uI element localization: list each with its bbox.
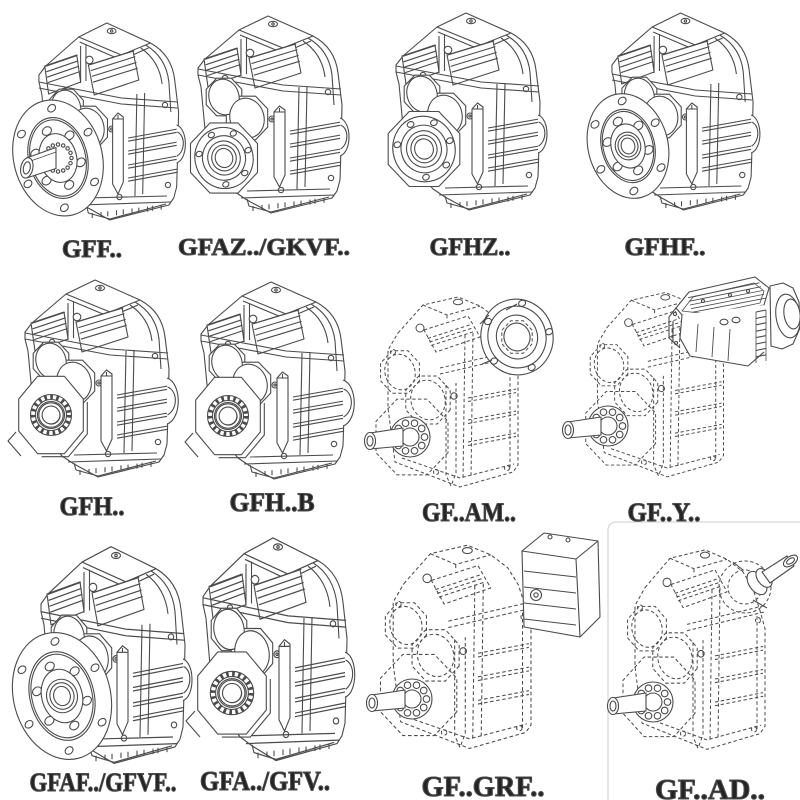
svg-text:GFHZ..: GFHZ..	[430, 234, 511, 261]
svg-text:GFF..: GFF..	[62, 236, 122, 263]
svg-text:GF..Y..: GF..Y..	[628, 498, 701, 527]
svg-text:GFA../GFV..: GFA../GFV..	[200, 766, 330, 796]
svg-text:GFH..B: GFH..B	[230, 488, 315, 517]
svg-text:GF..AD..: GF..AD..	[655, 775, 765, 800]
svg-text:GFAZ../GKVF..: GFAZ../GKVF..	[178, 234, 350, 261]
svg-text:GF..AM..: GF..AM..	[422, 498, 516, 527]
svg-text:GFHF..: GFHF..	[625, 234, 706, 261]
svg-text:GFAF../GFVF..: GFAF../GFVF..	[30, 768, 177, 797]
svg-text:GF..GRF..: GF..GRF..	[422, 772, 545, 800]
svg-text:GFH..: GFH..	[60, 492, 125, 521]
